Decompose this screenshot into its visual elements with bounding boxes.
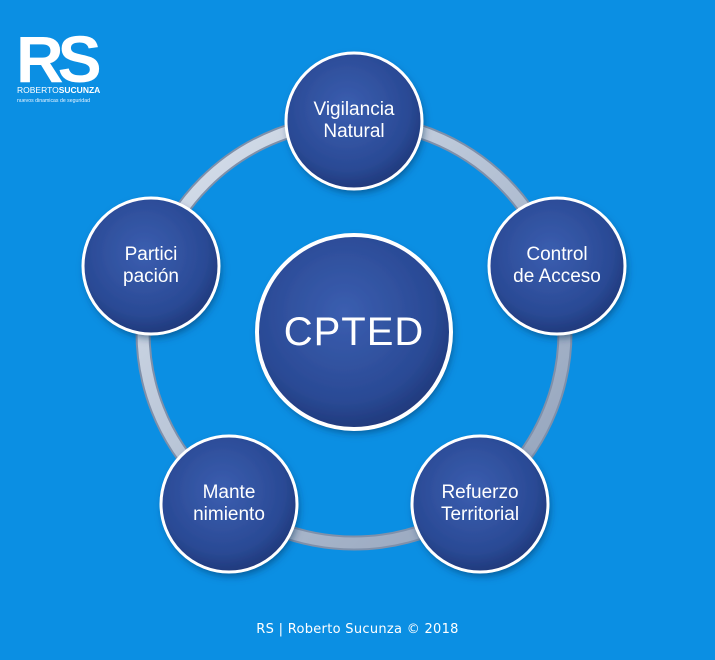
logo-name-last: SUCUNZA [59, 85, 101, 95]
node-control-de-acceso: Control de Acceso [489, 198, 625, 334]
svg-text:ROBERTOSUCUNZA: ROBERTOSUCUNZA [17, 85, 100, 95]
node-label-refuerzo-territorial: Refuerzo Territorial [440, 482, 520, 525]
footer-credit: RS | Roberto Sucunza © 2018 [256, 622, 459, 637]
node-circle-vigilancia-natural [284, 51, 424, 191]
node-circle-mantenimiento [159, 434, 299, 574]
center-node-label: CPTED [283, 310, 425, 354]
node-circle-participacion [81, 196, 221, 336]
logo-tagline: nuevos dinamicas de seguridad [17, 98, 90, 104]
node-circle-control-de-acceso [487, 196, 627, 336]
node-refuerzo-territorial: Refuerzo Territorial [412, 436, 548, 572]
node-label-participacion: Partici pación [123, 244, 179, 287]
logo-monogram: RS [16, 22, 100, 96]
node-label-control-de-acceso: Control de Acceso [513, 244, 601, 287]
center-node-circle [255, 233, 453, 431]
node-mantenimiento: Mante nimiento [161, 436, 297, 572]
node-label-mantenimiento: Mante nimiento [193, 482, 265, 525]
node-participacion: Partici pación [83, 198, 219, 334]
node-vigilancia-natural: Vigilancia Natural [286, 53, 422, 189]
logo-name-first: ROBERTO [17, 85, 59, 95]
node-label-vigilancia-natural: Vigilancia Natural [313, 99, 395, 142]
center-node: CPTED [257, 235, 451, 429]
node-circle-refuerzo-territorial [410, 434, 550, 574]
roberto-sucunza-logo: RS ROBERTOSUCUNZA nuevos dinamicas de se… [14, 20, 114, 110]
